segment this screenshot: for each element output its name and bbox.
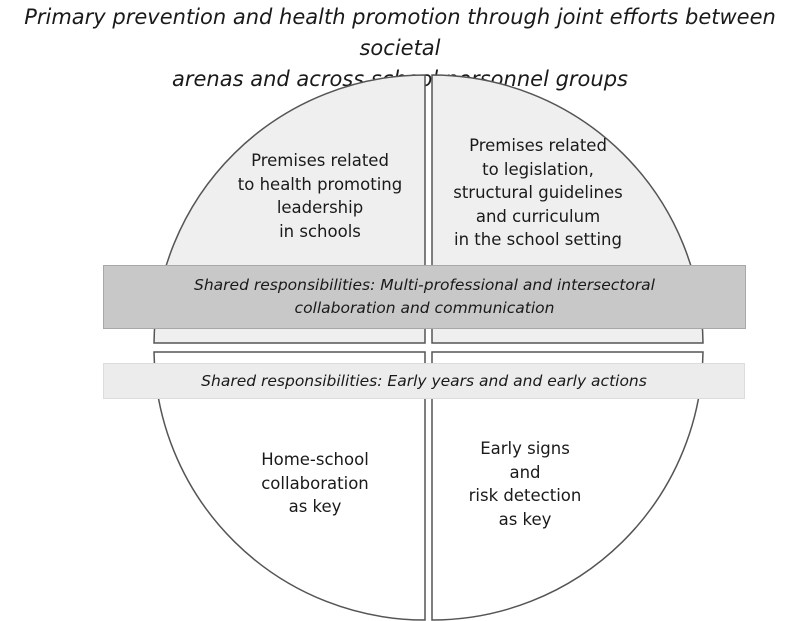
quadrant-text-line: as key — [288, 497, 342, 516]
quadrant-text-line: Premises related — [251, 151, 389, 170]
band-early-years-line-1: Shared responsibilities: Early years and… — [201, 371, 647, 390]
quadrant-top-left-text: Premises related to health promoting lea… — [220, 149, 420, 243]
quadrant-bottom-left-shape — [153, 351, 426, 621]
quadrant-text-line: Home-school — [261, 450, 369, 469]
band-collaboration-line-2: collaboration and communication — [294, 299, 555, 317]
quadrant-text-line: Premises related — [469, 136, 607, 155]
quadrant-text-line: and — [509, 462, 541, 482]
title-line-1: Primary prevention and health promotion … — [24, 5, 776, 60]
quadrant-text-line: in the school setting — [454, 230, 622, 249]
band-early-years: Shared responsibilities: Early years and… — [103, 363, 745, 399]
quadrant-bottom-right-shape — [431, 351, 704, 621]
quadrant-bottom-left-text: Home-school collaboration as key — [220, 448, 410, 519]
quadrant-text-line: and curriculum — [475, 206, 601, 226]
quadrant-text-line: collaboration — [261, 473, 369, 493]
band-collaboration-line-1: Shared responsibilities: Multi-professio… — [194, 276, 655, 294]
quadrant-text-line: Early signs — [480, 439, 570, 458]
quadrant-text-line: to legislation, — [482, 159, 594, 179]
diagram-title: Primary prevention and health promotion … — [0, 2, 800, 95]
quadrant-text-line: risk detection — [468, 486, 582, 505]
quadrant-text-line: in schools — [279, 221, 361, 241]
quadrant-text-line: to health promoting — [237, 174, 403, 194]
quadrant-text-line: as key — [498, 509, 552, 529]
quadrant-top-right-text: Premises related to legislation, structu… — [428, 134, 648, 252]
band-collaboration: Shared responsibilities: Multi-professio… — [103, 265, 746, 329]
quadrant-text-line: structural guidelines — [453, 183, 623, 202]
quadrant-text-line: leadership — [276, 198, 364, 217]
quadrant-bottom-right-text: Early signs and risk detection as key — [440, 437, 610, 531]
